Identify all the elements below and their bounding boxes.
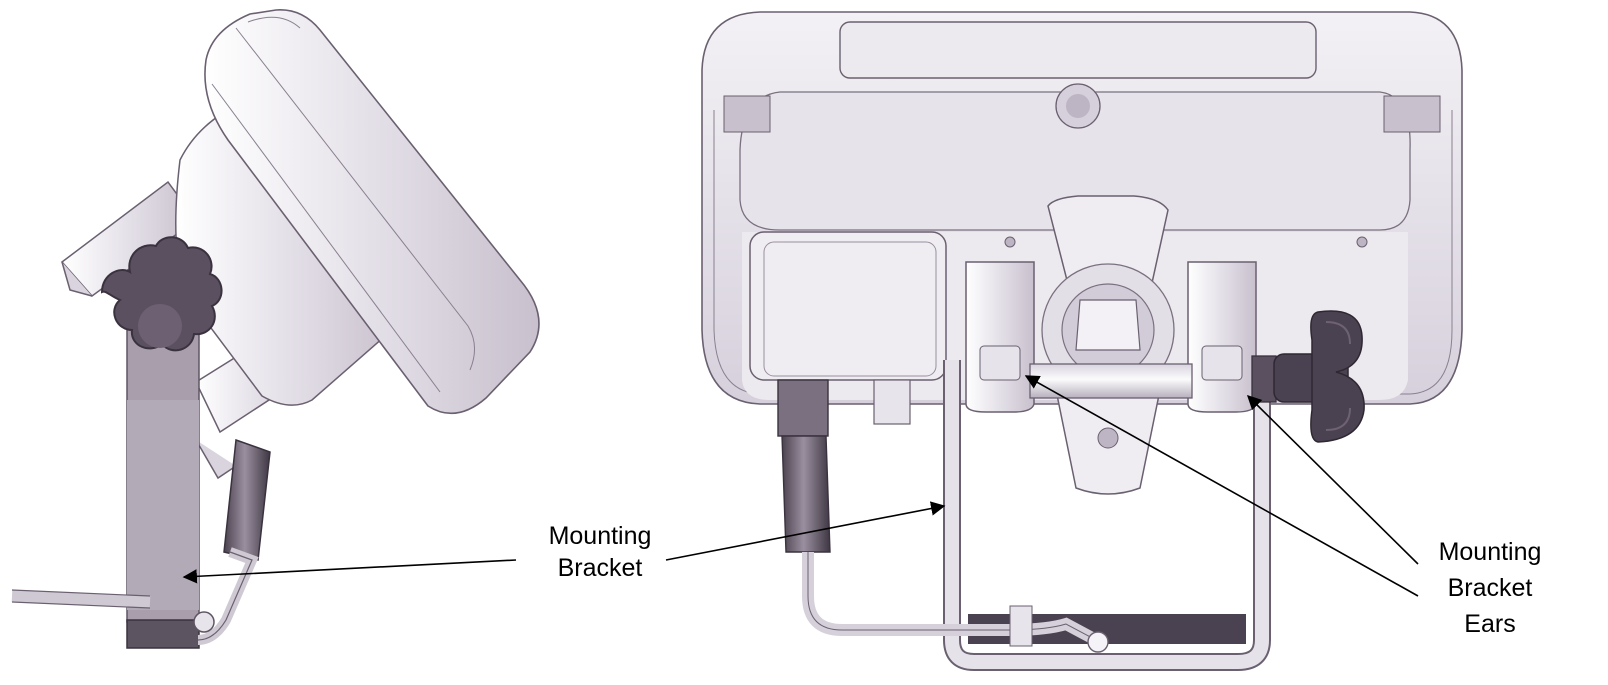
label-ears-line-1: Mounting (1439, 538, 1542, 566)
label-mounting-bracket-ears: Mounting Bracket Ears (1439, 538, 1542, 638)
side-view-knob (100, 236, 223, 352)
label-mounting-bracket: Mounting Bracket (549, 522, 652, 582)
arrow-ear-left (1024, 375, 1419, 597)
label-ears-line-2: Bracket (1448, 574, 1533, 602)
label-bracket-line-1: Mounting (549, 522, 652, 550)
arrow-bracket-rear-view (665, 501, 946, 561)
label-bracket-line-2: Bracket (558, 554, 643, 582)
label-ears-line-3: Ears (1464, 610, 1515, 638)
side-view-cable (11, 438, 271, 645)
rear-view-bracket-ear-left (965, 261, 1035, 413)
rear-view-cable (777, 379, 1109, 653)
rear-view-connector-box (749, 231, 947, 425)
arrow-bracket-side-view (182, 559, 517, 584)
callout-arrows (182, 375, 1419, 597)
rear-view-knob (1273, 310, 1365, 443)
side-view (11, 9, 540, 649)
side-view-main-housing (204, 9, 540, 415)
rear-view-bracket-ear-right (1187, 261, 1257, 413)
rear-view-bracket-rod (1029, 363, 1193, 399)
rear-view-top-slot (839, 21, 1317, 79)
arrow-ear-right (1246, 394, 1419, 565)
rear-view-center-mount (1041, 195, 1175, 495)
rear-view (701, 11, 1463, 671)
